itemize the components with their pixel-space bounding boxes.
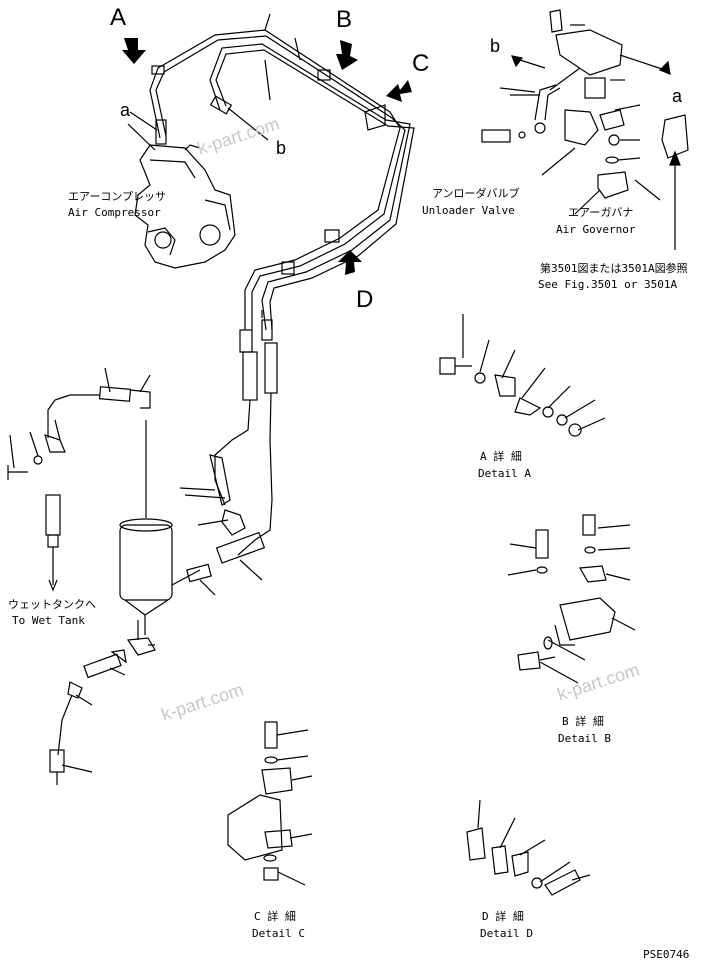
unloader-label-en: Unloader Valve: [422, 204, 515, 217]
air-dryer-canister: [119, 420, 212, 635]
pipe-end-a: [129, 111, 167, 145]
view-label-b: B: [336, 6, 353, 33]
ref-b-right: b: [490, 36, 501, 56]
detail-a-parts: [439, 314, 606, 437]
detail-b-title-en: Detail B: [558, 732, 611, 745]
detail-c-title-en: Detail C: [252, 927, 305, 940]
main-air-pipes: [149, 13, 415, 331]
detail-b-title-jp: B 詳 細: [562, 715, 604, 728]
figure-code: PSE0746: [643, 948, 690, 961]
detail-c-parts: [227, 721, 313, 886]
unloader-label-jp: アンローダバルブ: [432, 187, 520, 200]
detail-a-title-jp: A 詳 細: [480, 450, 522, 463]
wet-tank-label-jp: ウェットタンクへ: [8, 598, 96, 611]
detail-d-title-jp: D 詳 細: [482, 910, 524, 923]
detail-a-title-en: Detail A: [478, 467, 531, 480]
governor-label-jp: エアーガバナ: [568, 206, 634, 219]
ref-a-right: a: [672, 86, 683, 106]
compressor-label-jp: エアーコンプレッサ: [68, 190, 167, 203]
left-fittings: [7, 386, 151, 592]
unloader-valve-assembly: [481, 9, 689, 199]
view-arrows: [122, 38, 412, 275]
hoses-vertical: [209, 319, 278, 564]
pipe-end-b: [209, 95, 233, 115]
see-fig-label-en: See Fig.3501 or 3501A: [538, 278, 678, 291]
leader-lines: [9, 24, 681, 773]
compressor-label-en: Air Compressor: [68, 206, 161, 219]
view-label-c: C: [412, 50, 430, 77]
ref-b-left: b: [276, 138, 287, 158]
detail-d-parts: [466, 799, 591, 896]
air-compressor: [134, 144, 236, 269]
governor-label-en: Air Governor: [556, 223, 636, 236]
detail-c-title-jp: C 詳 細: [254, 910, 296, 923]
detail-d-title-en: Detail D: [480, 927, 533, 940]
see-fig-label-jp: 第3501図または3501A図参照: [540, 262, 688, 275]
wet-tank-label-en: To Wet Tank: [12, 614, 85, 627]
view-label-d: D: [356, 286, 374, 313]
ref-a-left: a: [120, 100, 131, 120]
view-label-a: A: [110, 4, 127, 31]
detail-b-parts: [507, 514, 636, 684]
pipe-clamps: [151, 65, 386, 275]
lower-tee-hose: [49, 620, 156, 785]
